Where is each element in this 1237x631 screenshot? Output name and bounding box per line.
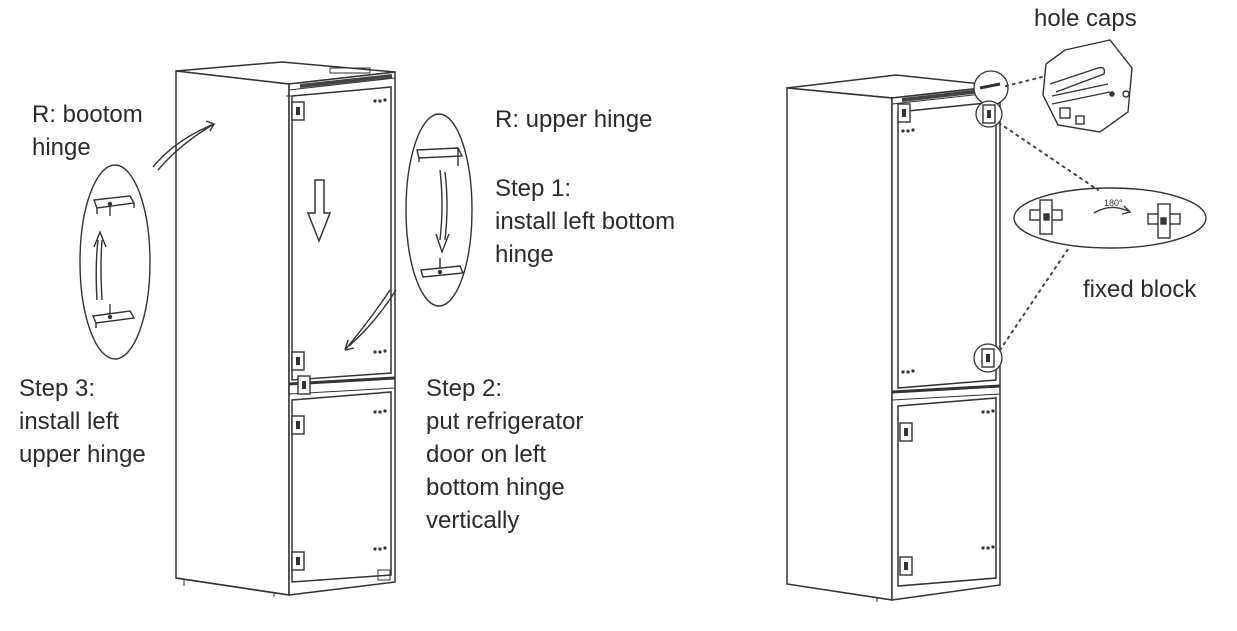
fixed-block-label: fixed block — [1083, 276, 1197, 303]
r-upper-hinge-label: R: upper hinge — [495, 106, 653, 133]
step2-label: Step 2: put refrigerator door on left bo… — [426, 375, 584, 534]
step3-label: Step 3: install left upper hinge — [19, 375, 146, 468]
r-bottom-hinge-label: R: bootom hinge — [32, 101, 143, 161]
right-refrigerator — [786, 74, 1001, 602]
fixed-block-inset — [1013, 187, 1207, 249]
rotation-angle-label: 180° — [1104, 198, 1123, 208]
left-fridge-hole-dots — [373, 98, 387, 551]
hole-caps-inset — [1042, 39, 1133, 133]
right-hinge-inset — [405, 113, 473, 307]
left-hinge-inset — [79, 164, 151, 360]
hole-caps-label: hole caps — [1034, 5, 1137, 32]
step1-label: Step 1: install left bottom hinge — [495, 175, 676, 268]
right-fridge-hole-dots — [901, 128, 995, 550]
arrow-to-upper-hinge-icon — [152, 120, 216, 171]
dotted-leader-lines — [998, 75, 1099, 351]
arrow-to-bottom-hinge-icon — [344, 289, 397, 351]
callout-hinge-marks — [979, 82, 1001, 368]
down-arrow-icon — [306, 179, 332, 244]
